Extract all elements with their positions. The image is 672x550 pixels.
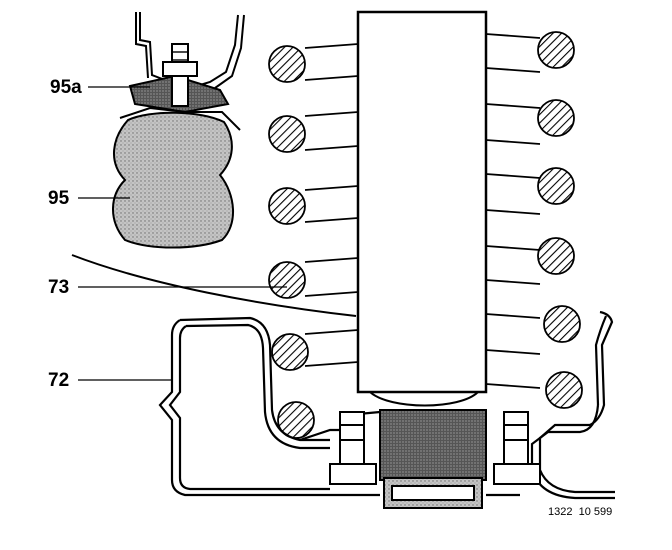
bump-stop-95: [112, 111, 235, 249]
callout-95: 95: [48, 188, 70, 209]
coil-spring: [268, 31, 583, 439]
leader-lines: [78, 86, 287, 381]
shock-absorber-tube: [356, 10, 488, 407]
lower-mount-assembly: [329, 409, 541, 509]
curved-line: [71, 254, 357, 317]
bump-stop-mount-95a: [119, 43, 241, 131]
upper-body-panel: [135, 12, 245, 89]
callout-73: 73: [48, 277, 70, 298]
body-mount-72: [158, 310, 615, 500]
figure-reference: 1322 10 599: [548, 506, 613, 518]
callout-95a: 95a: [50, 77, 82, 98]
callout-72: 72: [48, 370, 70, 391]
